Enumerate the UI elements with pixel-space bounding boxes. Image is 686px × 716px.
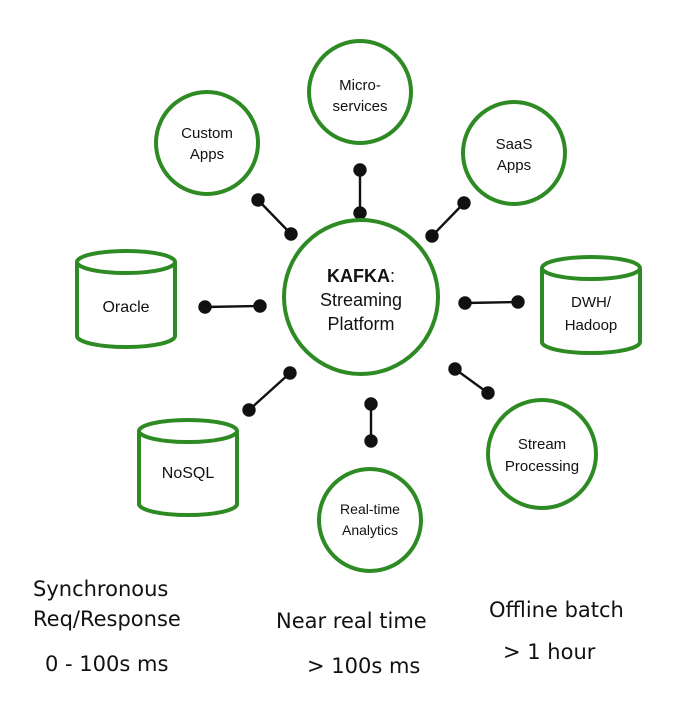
custom-apps-line-2: Apps — [190, 146, 224, 163]
microservices-line-2: services — [332, 98, 387, 115]
dwh-hadoop-line-1: DWH/ — [571, 294, 612, 311]
connector-stream-processing — [448, 362, 495, 400]
saas-apps-line-2: Apps — [497, 157, 531, 174]
stream-processing-node: Stream Processing — [486, 398, 598, 510]
sync-latency: 0 - 100s ms — [45, 652, 168, 676]
connector-custom-apps — [251, 193, 298, 241]
dwh-hadoop-line-2: Hadoop — [565, 317, 618, 334]
near-label: Near real time — [276, 609, 427, 633]
realtime-analytics-line-1: Real-time — [340, 501, 400, 517]
microservices-node: Micro- services — [307, 39, 413, 145]
connector-dwh-hadoop — [458, 295, 525, 310]
latency-labels: Synchronous Req/Response 0 - 100s ms Nea… — [33, 577, 624, 678]
kafka-line-2: Streaming — [320, 290, 402, 310]
connector-microservices — [353, 163, 367, 220]
offline-latency-group: Offline batch > 1 hour — [489, 598, 624, 664]
custom-apps-node: Custom Apps — [154, 90, 260, 196]
svg-text:KAFKA:: KAFKA: — [327, 266, 395, 286]
realtime-analytics-line-2: Analytics — [342, 522, 398, 538]
offline-latency: > 1 hour — [503, 640, 596, 664]
near-latency: > 100s ms — [307, 654, 420, 678]
dwh-hadoop-database-node: DWH/ Hadoop — [540, 255, 642, 355]
kafka-center-node: KAFKA: Streaming Platform — [282, 218, 440, 376]
sync-label-line-2: Req/Response — [33, 607, 181, 631]
custom-apps-line-1: Custom — [181, 125, 233, 142]
oracle-database-node: Oracle — [75, 249, 177, 349]
kafka-title: KAFKA — [327, 266, 390, 286]
microservices-line-1: Micro- — [339, 77, 381, 94]
nosql-label: NoSQL — [162, 465, 215, 482]
sync-label-line-1: Synchronous — [33, 577, 168, 601]
stream-processing-line-1: Stream — [518, 436, 566, 453]
connector-realtime-analytics — [364, 397, 378, 448]
sync-latency-group: Synchronous Req/Response 0 - 100s ms — [33, 577, 181, 676]
saas-apps-line-1: SaaS — [496, 136, 533, 153]
connectors — [198, 163, 525, 448]
stream-processing-line-2: Processing — [505, 458, 579, 475]
offline-label: Offline batch — [489, 598, 624, 622]
connector-saas-apps — [425, 196, 471, 243]
oracle-label: Oracle — [102, 299, 149, 316]
nosql-database-node: NoSQL — [137, 418, 239, 517]
kafka-line-3: Platform — [327, 314, 394, 334]
connector-nosql — [242, 366, 297, 417]
saas-apps-node: SaaS Apps — [461, 100, 567, 206]
near-latency-group: Near real time > 100s ms — [276, 609, 427, 678]
realtime-analytics-node: Real-time Analytics — [317, 467, 423, 573]
connector-oracle — [198, 299, 267, 314]
kafka-colon: : — [390, 266, 395, 286]
